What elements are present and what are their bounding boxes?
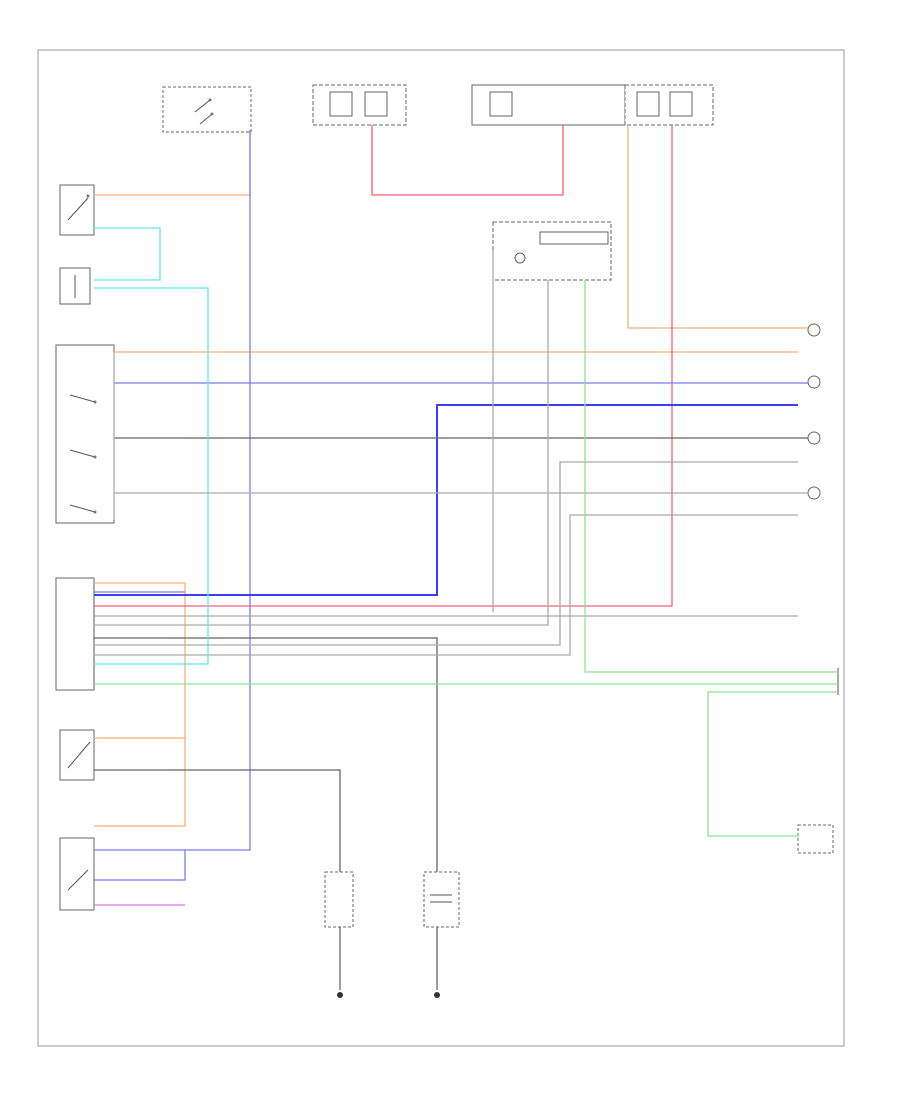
brake-switch (59, 184, 95, 236)
wires (94, 125, 838, 990)
fuse-block-left (312, 84, 407, 126)
fuse-block-right (624, 84, 714, 126)
actuator-right (423, 871, 460, 928)
ground-right (434, 992, 440, 998)
clutch-switch (59, 267, 91, 305)
instrument-cluster (492, 221, 612, 281)
diagram-frame (37, 49, 845, 1047)
right-connectors (797, 323, 839, 854)
fuse-block-middle (471, 84, 626, 126)
main-relay (59, 837, 95, 911)
ignition-switch (162, 86, 252, 133)
actuator-left (324, 871, 354, 928)
cruise-switches (55, 344, 115, 524)
cruise-unit (55, 577, 95, 691)
neutral-switch (59, 729, 95, 781)
ground-left (337, 992, 343, 998)
